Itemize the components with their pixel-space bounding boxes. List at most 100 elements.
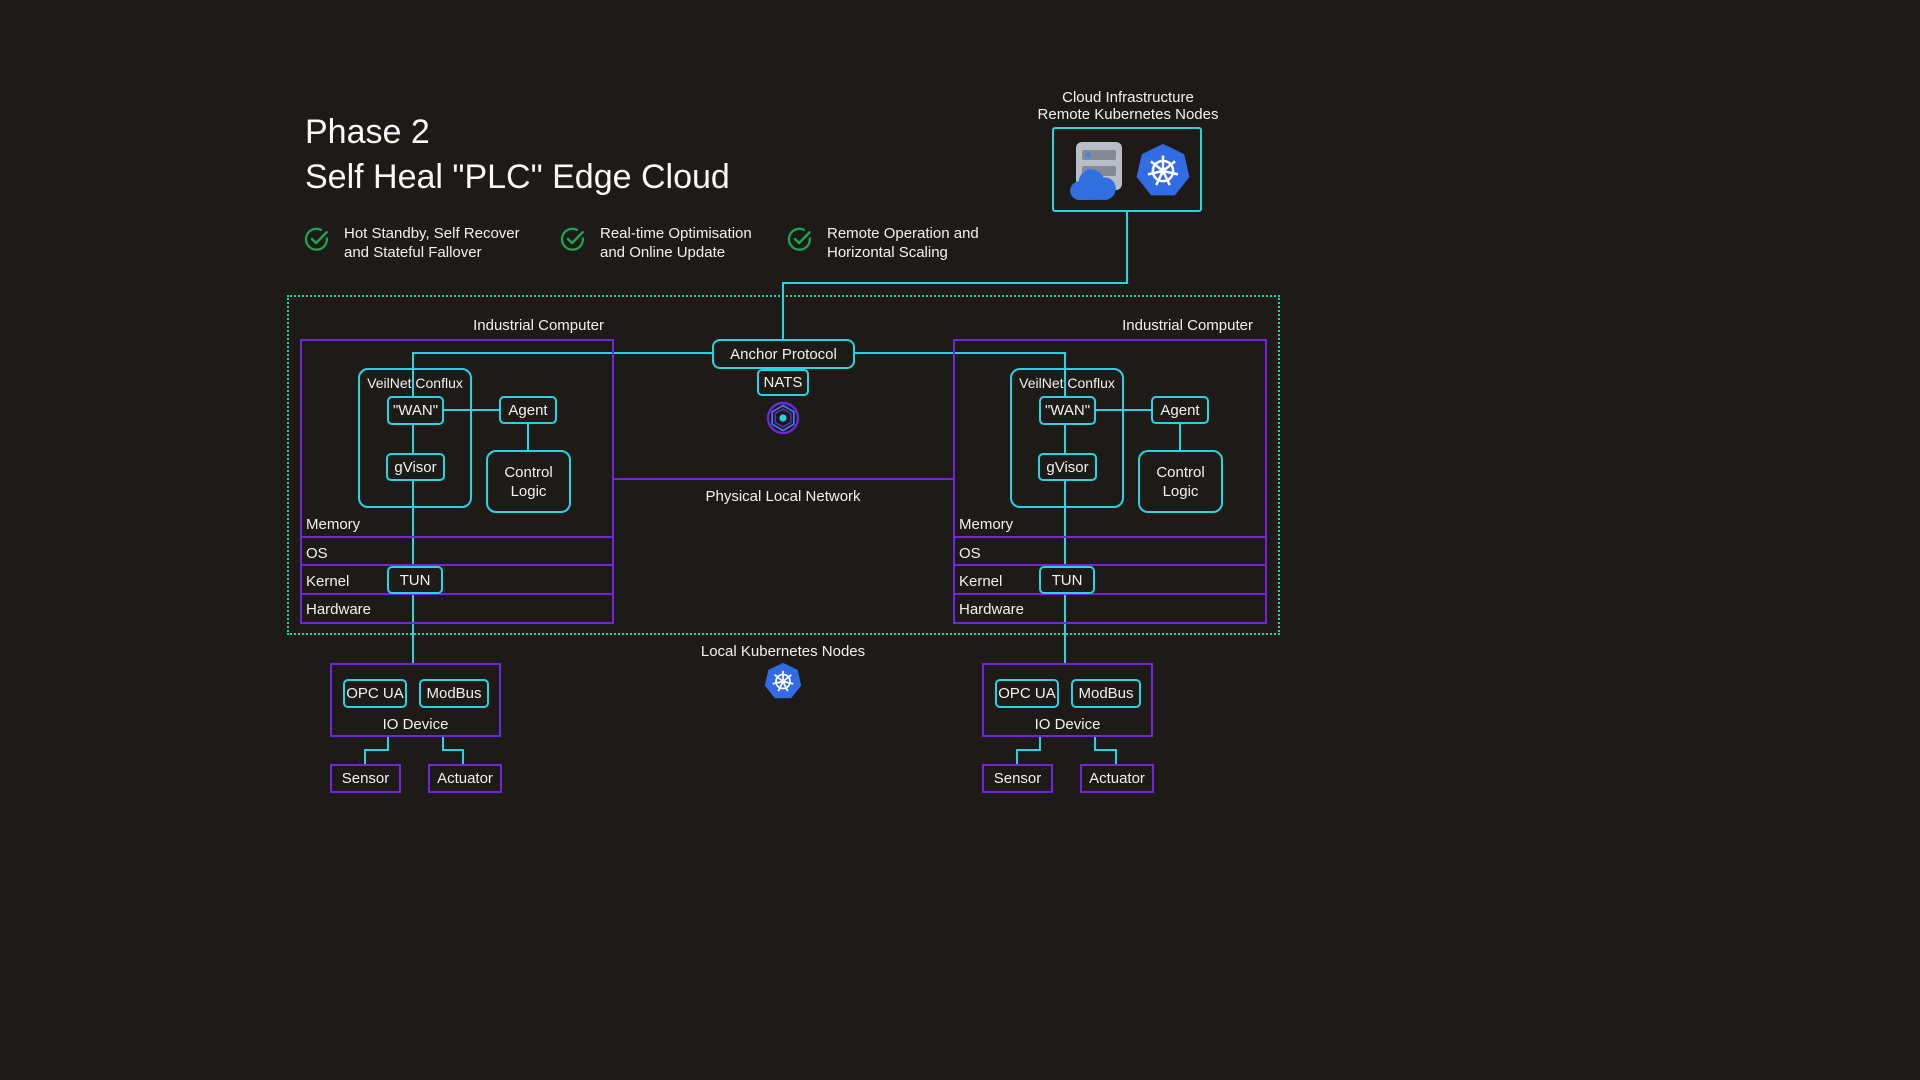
connector-anchor-right (855, 352, 1066, 354)
feature-text: Remote Operation and Horizontal Scaling (827, 224, 979, 262)
connector-io-actuator-stub (442, 737, 444, 751)
connector-io-sensor-stub (1039, 737, 1041, 751)
industrial-computer-label-right: Industrial Computer (1122, 317, 1253, 334)
feature-text: Hot Standby, Self Recover and Stateful F… (344, 224, 520, 262)
connector-to-anchor (782, 282, 784, 340)
feature-line: Remote Operation and (827, 225, 979, 242)
opcua-box-left: OPC UA (343, 679, 407, 708)
wan-box-left: "WAN" (387, 396, 444, 425)
feature-line: and Stateful Fallover (344, 244, 482, 261)
check-circle-icon (787, 227, 811, 251)
connector-right-tun-io (1064, 594, 1066, 663)
feature-realtime: Real-time Optimisation and Online Update (559, 224, 752, 262)
veilnet-conflux-box-left: VeilNet Conflux (358, 368, 472, 508)
gvisor-box-left: gVisor (386, 453, 445, 481)
feature-line: Hot Standby, Self Recover (344, 225, 520, 242)
cloud-infrastructure-box (1052, 127, 1202, 212)
connector-cloud-horizontal (783, 282, 1128, 284)
local-k8s-label: Local Kubernetes Nodes (700, 643, 866, 660)
cloud-label-line-2: Remote Kubernetes Nodes (1037, 106, 1219, 123)
veilnet-conflux-label: VeilNet Conflux (1019, 375, 1115, 391)
industrial-computer-box-left (300, 339, 614, 624)
kubernetes-icon (764, 662, 802, 699)
connector-io-actuator-h (442, 749, 464, 751)
connector-left-agent-logic (527, 424, 529, 450)
opcua-box-right: OPC UA (995, 679, 1059, 708)
industrial-computer-label-left: Industrial Computer (473, 317, 604, 334)
anchor-protocol-box: Anchor Protocol (712, 339, 855, 369)
connector-io-actuator-v (1115, 749, 1117, 764)
connector-left-wan-gvisor (412, 425, 414, 453)
actuator-box-left: Actuator (428, 764, 502, 793)
feature-line: Real-time Optimisation (600, 225, 752, 242)
connector-anchor-left (413, 352, 712, 354)
actuator-box-right: Actuator (1080, 764, 1154, 793)
connector-right-agent-logic (1179, 424, 1181, 450)
nats-logo-icon (766, 401, 800, 435)
connector-io-sensor-h (364, 749, 389, 751)
os-label: OS (959, 545, 981, 562)
io-device-label-right: IO Device (1034, 716, 1101, 733)
modbus-box-left: ModBus (419, 679, 489, 708)
feature-text: Real-time Optimisation and Online Update (600, 224, 752, 262)
nats-box: NATS (757, 369, 809, 396)
cloud-infrastructure-label: Cloud Infrastructure Remote Kubernetes N… (1027, 89, 1229, 123)
hardware-label: Hardware (306, 601, 372, 618)
connector-io-sensor-v (364, 749, 366, 764)
sensor-box-left: Sensor (330, 764, 401, 793)
connector-left-tun-io (412, 594, 414, 663)
feature-hot-standby: Hot Standby, Self Recover and Stateful F… (303, 224, 520, 262)
feature-line: Horizontal Scaling (827, 244, 948, 261)
check-circle-icon (560, 227, 584, 251)
title-line-1: Phase 2 (305, 113, 430, 151)
veilnet-conflux-label: VeilNet Conflux (367, 375, 463, 391)
connector-io-sensor-stub (387, 737, 389, 751)
kernel-label: Kernel (306, 573, 350, 590)
title-line-2: Self Heal "PLC" Edge Cloud (305, 158, 730, 196)
connector-left-wan-down (412, 352, 414, 396)
physical-network-label: Physical Local Network (705, 488, 861, 505)
control-logic-box-right: Control Logic (1138, 450, 1223, 513)
sensor-box-right: Sensor (982, 764, 1053, 793)
io-device-box-right (982, 663, 1153, 737)
connector-io-actuator-stub (1094, 737, 1096, 751)
wan-box-right: "WAN" (1039, 396, 1096, 425)
cloud-server-icon (1070, 142, 1122, 200)
memory-label: Memory (959, 516, 1014, 533)
page-title: Phase 2 Self Heal "PLC" Edge Cloud (305, 110, 730, 200)
connector-left-wan-agent (444, 409, 500, 411)
hardware-label: Hardware (959, 601, 1025, 618)
row-divider (953, 536, 1267, 538)
connector-io-actuator-v (462, 749, 464, 764)
row-divider (953, 593, 1267, 595)
physical-network-line (614, 478, 953, 480)
memory-label: Memory (306, 516, 361, 533)
modbus-box-right: ModBus (1071, 679, 1141, 708)
connector-right-gvisor-tun (1064, 481, 1066, 566)
gvisor-box-right: gVisor (1038, 453, 1097, 481)
tun-box-right: TUN (1039, 566, 1095, 594)
industrial-computer-box-right (953, 339, 1267, 624)
connector-left-gvisor-tun (412, 481, 414, 566)
os-label: OS (306, 545, 328, 562)
connector-right-wan-gvisor (1064, 425, 1066, 453)
row-divider (300, 593, 614, 595)
connector-io-sensor-v (1016, 749, 1018, 764)
connector-io-sensor-h (1016, 749, 1041, 751)
io-device-box-left (330, 663, 501, 737)
io-device-label-left: IO Device (382, 716, 449, 733)
kubernetes-icon (1136, 143, 1190, 196)
cloud-label-line-1: Cloud Infrastructure (1062, 89, 1194, 106)
kernel-label: Kernel (959, 573, 1003, 590)
feature-remote-operation: Remote Operation and Horizontal Scaling (786, 224, 979, 262)
connector-io-actuator-h (1094, 749, 1117, 751)
feature-line: and Online Update (600, 244, 726, 261)
row-divider (300, 564, 614, 566)
control-logic-box-left: Control Logic (486, 450, 571, 513)
connector-right-wan-down (1064, 352, 1066, 396)
agent-box-right: Agent (1151, 396, 1209, 424)
check-circle-icon (304, 227, 328, 251)
veilnet-conflux-box-right: VeilNet Conflux (1010, 368, 1124, 508)
row-divider (953, 564, 1267, 566)
